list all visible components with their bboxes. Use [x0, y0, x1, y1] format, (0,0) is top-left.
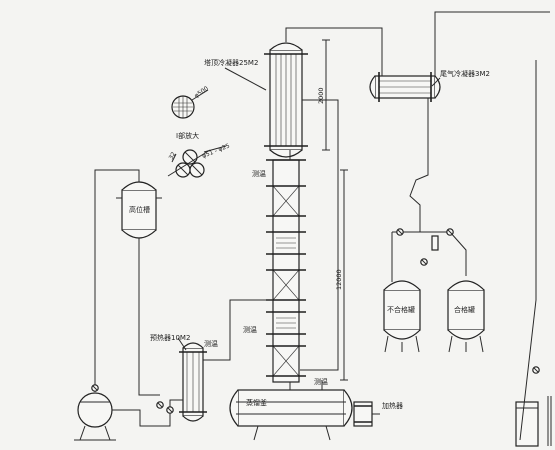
label-high-tank: 高位槽: [129, 205, 150, 214]
label-size-pipe: φ51 - φ25: [201, 142, 231, 159]
label-dim-32: 32: [168, 151, 178, 161]
high-level-tank: [116, 174, 162, 250]
dimension-lines: [322, 39, 348, 381]
label-preheater: 预热器10M2: [150, 333, 190, 342]
label-heater: 加热器: [382, 401, 403, 410]
right-edge-tank: [515, 396, 552, 447]
label-temp-2: 测温: [243, 325, 257, 334]
valve: [420, 258, 428, 266]
distillation-column: [266, 159, 306, 383]
label-temp-4: 测温: [314, 377, 328, 386]
label-qualified-tank: 合格罐: [454, 305, 475, 314]
label-size-500: φ500: [193, 85, 210, 100]
label-tower-condenser: 塔顶冷凝器25M2: [204, 58, 258, 67]
qualified-tank: [447, 280, 485, 353]
valve: [91, 384, 99, 392]
valve: [532, 366, 540, 374]
label-temp-3: 测温: [204, 339, 218, 348]
cross-section-detail: [171, 89, 209, 119]
tail-gas-condenser: [369, 72, 441, 102]
leader-lines: [177, 67, 441, 351]
unqualified-tank: [383, 280, 421, 353]
label-temp-1: 测温: [252, 169, 266, 178]
feed-pump: [74, 392, 116, 441]
valves: [91, 228, 540, 414]
still-vessel: [229, 389, 353, 441]
tower-top-condenser: [264, 36, 308, 158]
label-tail-gas-condenser: 尾气冷凝器3M2: [440, 69, 490, 78]
preheater: [179, 342, 207, 422]
label-dim-12000: 12000: [335, 269, 343, 290]
valve: [446, 228, 454, 236]
label-enlarge-note: I部放大: [176, 131, 199, 140]
label-unqualified-tank: 不合格罐: [387, 305, 415, 314]
piping: [94, 11, 550, 441]
valve: [156, 401, 164, 409]
label-still: 蒸馏釜: [246, 398, 267, 407]
valve: [396, 228, 404, 236]
enlarged-detail-i: [167, 145, 227, 178]
valve: [166, 406, 174, 414]
heater: [353, 401, 380, 427]
column-flanges: [266, 159, 306, 377]
label-dim-2000: 2000: [317, 87, 325, 104]
